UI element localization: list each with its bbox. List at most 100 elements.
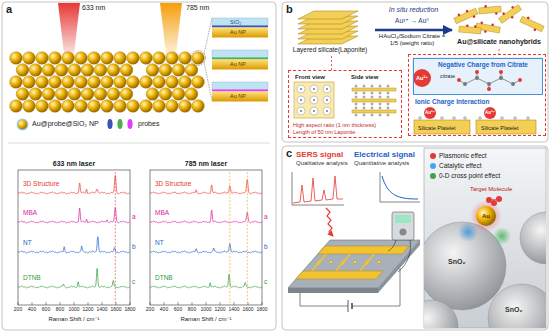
gold-nanoparticle [42,88,55,101]
chart-title: 785 nm laser [185,160,227,168]
nanohybrid-plates [479,6,501,14]
side-view-platelets [387,107,389,109]
front-view-platelet [323,85,331,93]
trace-letter: c [264,278,267,285]
shell-strip [212,90,268,92]
gold-nanoparticle [127,76,140,89]
side-view-platelets [363,92,365,94]
info-box: Negative Charge from Citratecitrate [413,58,543,95]
front-view-platelet [297,85,305,93]
gold-nanoparticle [172,64,185,77]
nanohybrid-plates [498,5,521,24]
tick-label: 400 [28,307,36,313]
side-view-platelets [363,96,365,98]
legend-text: Au@probe@SiO₂ NP [32,120,99,128]
gold-nanoparticle [16,64,29,77]
legend-swatch [430,173,436,179]
legend-text: 0-D cross point effect [439,172,500,179]
gold-nanoparticle [55,88,68,101]
sensor-device [329,260,332,263]
ionic-interaction [424,107,436,119]
nanohybrid-plates [453,6,479,26]
gold-nanoparticle [101,52,114,65]
legend-text: Catalytic effect [439,162,482,169]
nanohybrid-plates [491,23,494,26]
legend-sphere [16,118,29,131]
axis-tick [220,302,221,305]
raman-spectrum [150,210,262,223]
annotation-text: SERS signal [296,150,343,159]
nanoparticle-layer [10,52,205,113]
spectrum-label: NT [23,239,32,246]
raman-spectrum [150,180,262,195]
front-view-platelet [313,88,315,90]
layered-silicate [298,11,358,44]
legend-item: Catalytic effect [430,162,482,169]
axis-tick [32,302,33,305]
node-text: Layered silicate(Laponite) [288,46,372,53]
raman-spectrum [150,244,262,253]
nanohybrid-plates [466,24,469,27]
nanohybrid-plates [502,12,506,16]
gold-nanoparticle [62,76,75,89]
front-view-platelet [313,110,315,112]
spectrum-label: DTNB [155,274,173,281]
front-view-platelet [300,88,302,90]
gold-nanoparticle [81,88,94,101]
citrate-panel [412,57,542,94]
gold-nanoparticle [166,52,179,65]
axis-tick [234,302,235,305]
node-text: Silicate Platelet [481,125,519,131]
side-view-platelets [371,85,373,87]
tick-label: 1000 [68,307,79,313]
citrate-panel [487,87,491,91]
spectrum-label: NT [155,239,164,246]
shell-strip [212,26,268,28]
gold-nanoparticle [23,100,36,113]
nanohybrid-plates [511,5,515,9]
gold-nanoparticle [192,100,205,113]
citrate-panel [463,76,515,86]
tick-label: 1800 [256,307,267,313]
side-view-platelets [379,92,381,94]
gold-nanoparticle [114,52,127,65]
spectrum-label: MBA [155,209,169,216]
tick-label: 1200 [214,307,225,313]
nanohybrid-plates [480,21,483,24]
side-view-platelets [363,85,365,87]
peak-marker [229,172,230,303]
gold-nanoparticle [185,64,198,77]
gold-nanoparticle [49,76,62,89]
peak-marker [115,172,247,303]
citrate-panel [459,72,520,89]
edge-label: In situ reduction [388,6,439,14]
sensor-device [312,254,374,271]
side-view-platelets [387,92,389,94]
gold-nanoparticle [120,88,133,101]
shell-strip [212,50,268,58]
spectrum-label: 3D Structure [155,180,192,187]
spectrum-label: DTNB [23,274,41,281]
front-view-platelet [326,110,328,112]
probe-symbol [117,119,122,129]
nanohybrid-plates [533,28,536,31]
axis-tick [262,302,263,305]
front-view-platelet [326,88,328,90]
side-view-platelets [355,85,357,87]
reaction-arrow [375,29,452,32]
nanohybrid-plates [497,3,523,25]
gold-nanoparticle [101,76,114,89]
layer-label: Au NP [230,93,246,99]
annotation-text: Au³⁺ → Au⁰ [395,17,429,24]
panel-letter: c [286,147,292,160]
nanohybrid-plates [459,26,481,34]
nanohybrid-plates [510,15,514,19]
shell-strip [212,28,268,38]
annotation-text: Quantitative analysis [354,160,409,167]
legend-item: Au@probe@SiO₂ NP [16,118,99,131]
side-view-platelets [371,107,373,109]
node-text: Ionic Charge Interaction [415,98,489,105]
trace-letter: a [132,213,136,220]
legend-text: Plasmonic effect [439,152,487,159]
